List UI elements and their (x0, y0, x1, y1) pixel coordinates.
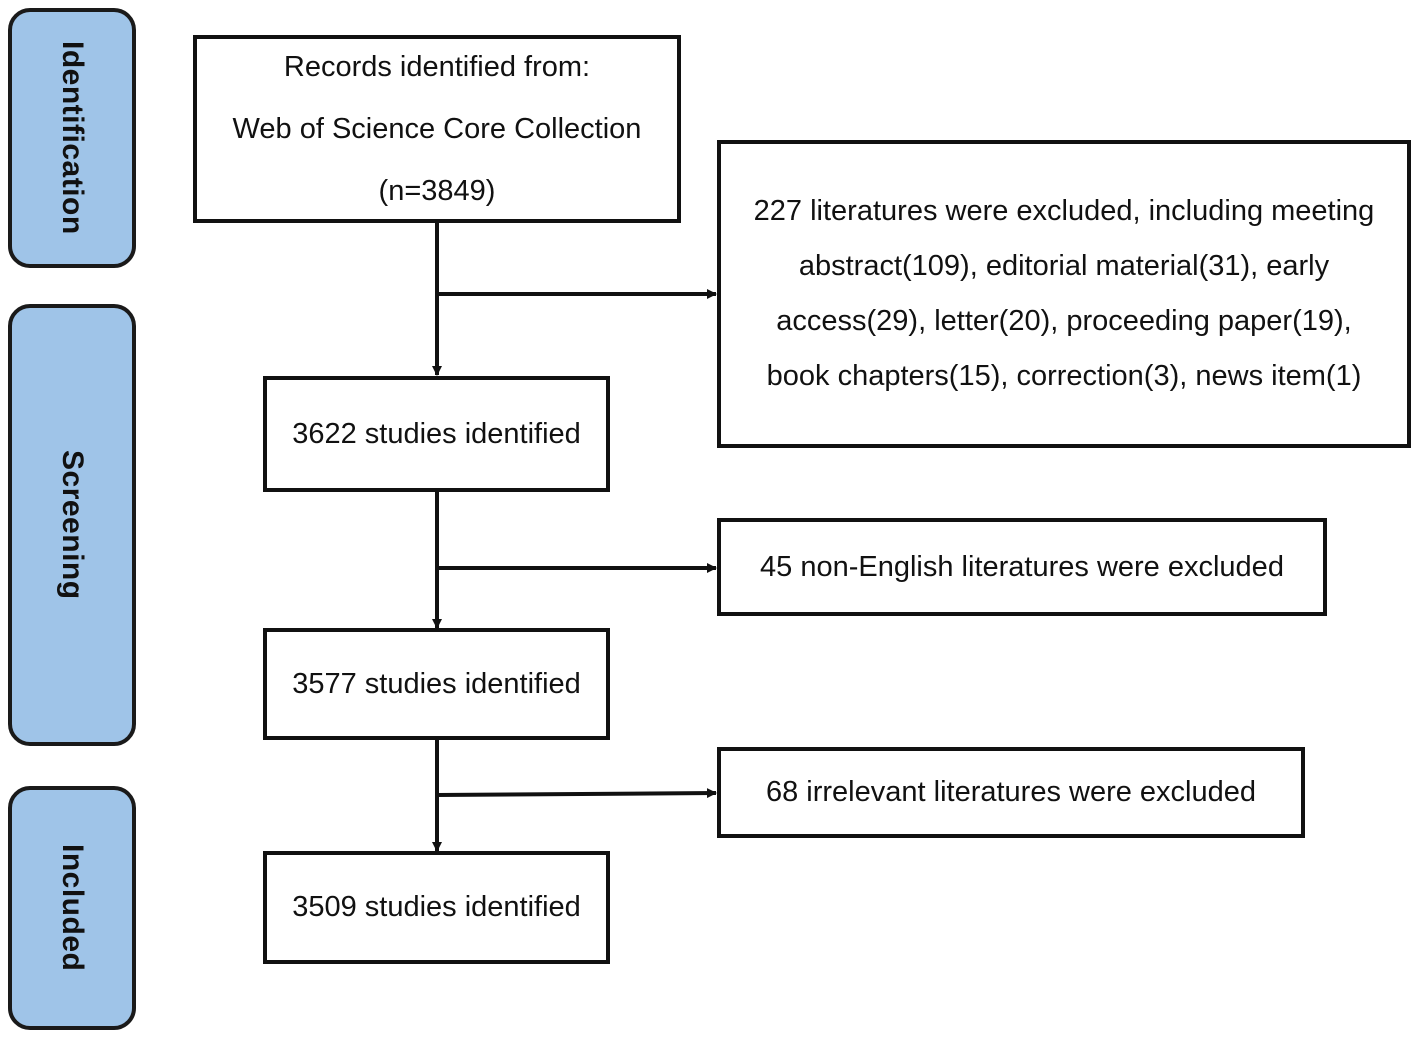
stage-label-screening: Screening (56, 450, 89, 600)
studies-box-3577: 3577 studies identified (263, 628, 610, 740)
exclusion-2-label: 45 non-English literatures were excluded (760, 550, 1284, 583)
studies-3577-label: 3577 studies identified (292, 667, 581, 700)
exclusion-1-line-2: abstract(109), editorial material(31), e… (798, 250, 1330, 282)
records-box-line-2: Web of Science Core Collection (232, 113, 642, 145)
arrow-to-exclusion-3 (436, 788, 717, 799)
exclusion-1-line-1: 227 literatures were excluded, including… (753, 195, 1375, 227)
stage-label-identification: Identification (56, 41, 89, 235)
exclusion-box-document-types: 227 literatures were excluded, including… (717, 140, 1411, 448)
stage-tab-screening: Screening (8, 304, 136, 746)
exclusion-1-line-4: book chapters(15), correction(3), news i… (766, 360, 1362, 392)
stage-tab-identification: Identification (8, 8, 136, 268)
records-box-line-3: (n=3849) (378, 175, 496, 207)
exclusion-box-non-english: 45 non-English literatures were excluded (717, 518, 1327, 616)
studies-3509-label: 3509 studies identified (292, 891, 581, 923)
records-identified-box: Records identified from: Web of Science … (193, 35, 681, 223)
exclusion-box-irrelevant: 68 irrelevant literatures were excluded (717, 747, 1305, 838)
records-box-line-1: Records identified from: (283, 51, 591, 83)
exclusion-3-label: 68 irrelevant literatures were excluded (765, 776, 1257, 808)
studies-box-3509: 3509 studies identified (263, 851, 610, 964)
studies-3622-label: 3622 studies identified (292, 417, 581, 450)
stage-tab-included: Included (8, 786, 136, 1030)
exclusion-1-line-3: access(29), letter(20), proceeding paper… (776, 305, 1352, 337)
studies-box-3622: 3622 studies identified (263, 376, 610, 492)
stage-label-included: Included (56, 844, 89, 972)
